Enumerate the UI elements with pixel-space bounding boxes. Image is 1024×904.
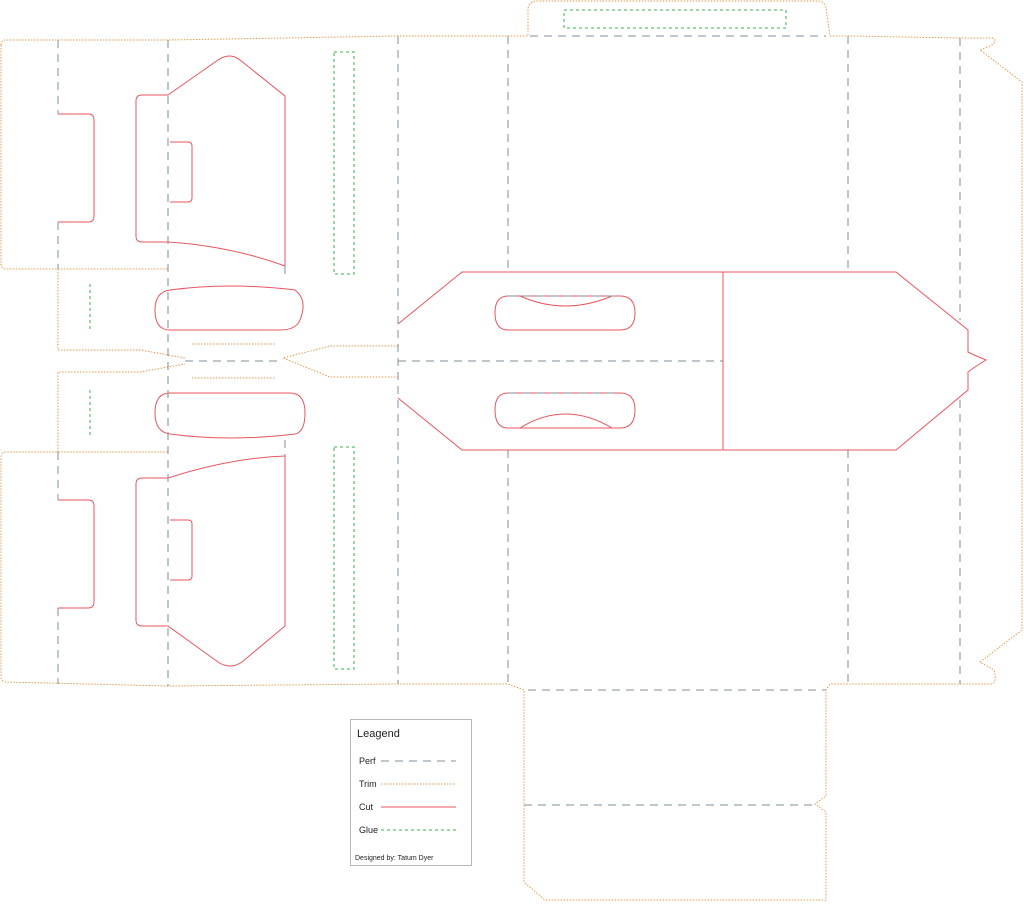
legend-swatch-glue [381, 829, 456, 831]
glue-lower-vertical [333, 446, 355, 670]
legend-swatch-cut [381, 806, 456, 808]
cut-handle-arc-upper [519, 295, 613, 307]
cut-lines [58, 55, 988, 667]
legend-item-perf: Perf [359, 755, 469, 767]
trim-center-top-bracket [57, 269, 186, 359]
legend-swatch-perf [381, 760, 456, 762]
legend-title: Leagend [357, 728, 400, 740]
cut-handle-hole-lower [494, 392, 636, 429]
legend-label-cut: Cut [359, 802, 374, 812]
cut-top-wing [135, 55, 286, 267]
cut-bottom-wing-slot [170, 519, 193, 581]
legend-label-perf: Perf [359, 756, 376, 766]
trim-center-bottom-bracket [57, 363, 186, 452]
trim-left-top-flap-bottom [0, 45, 168, 270]
cut-upper-oval [154, 285, 304, 331]
glue-upper-vertical [333, 51, 355, 275]
cut-top-wing-slot [170, 141, 193, 203]
glue-top-strip [563, 9, 787, 29]
cut-center-panel [397, 271, 988, 451]
legend-box: Leagend Perf Trim Cut Glue Designed by: … [350, 719, 472, 866]
legend-item-trim: Trim [359, 778, 469, 790]
cut-handle-hole-upper [494, 295, 636, 331]
glue-lines [89, 9, 787, 670]
cut-bottom-left-tab [58, 499, 95, 609]
cut-top-left-tab [58, 113, 95, 223]
cut-handle-arc-lower [519, 413, 613, 429]
legend-label-trim: Trim [359, 779, 377, 789]
perf-lines [57, 35, 961, 806]
legend-swatch-trim [381, 783, 456, 785]
cut-lower-oval [154, 392, 306, 439]
legend-item-cut: Cut [359, 801, 469, 813]
designer-credit: Designed by: Tatum Dyer [355, 855, 434, 862]
cut-bottom-wing [135, 455, 286, 667]
legend-label-glue: Glue [359, 825, 379, 835]
trim-center-tab [281, 345, 398, 378]
legend-item-glue: Glue [359, 824, 469, 836]
